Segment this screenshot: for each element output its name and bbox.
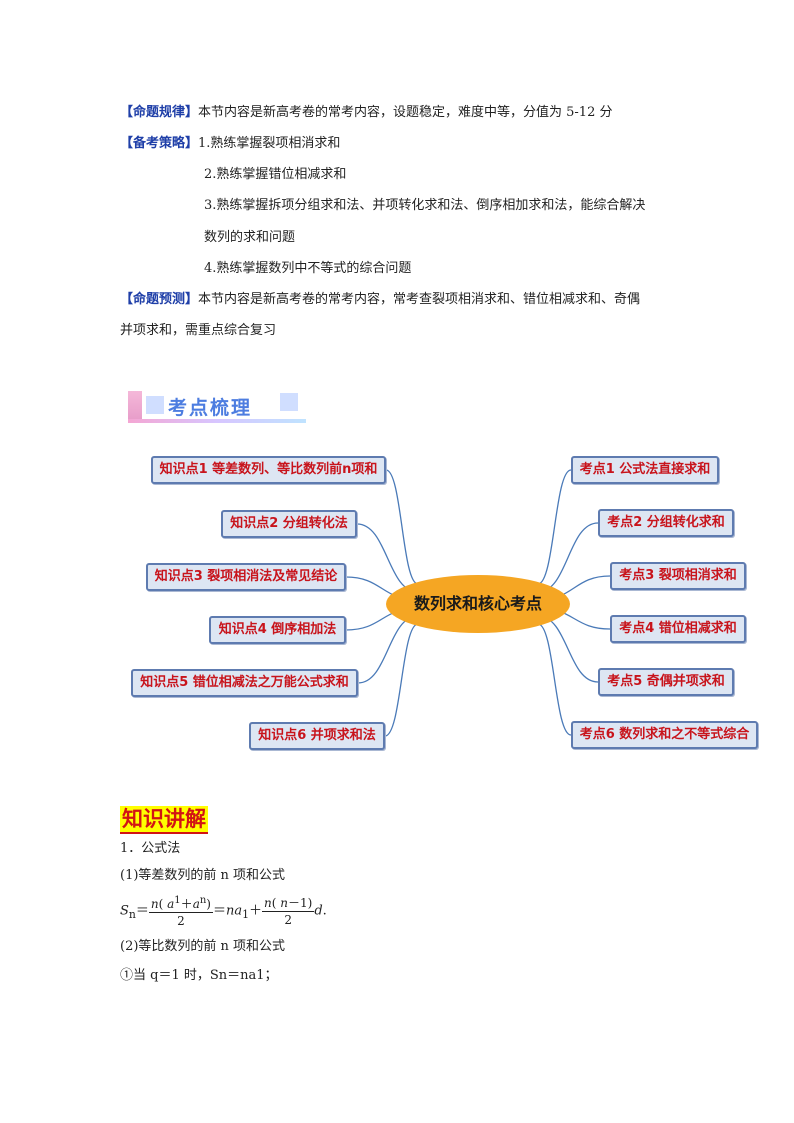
lecture-line-2: (1)等差数列的前 n 项和公式: [120, 868, 286, 883]
rule-line: 【命题规律】本节内容是新高考卷的常考内容，设题稳定，难度中等，分值为 5-12 …: [120, 104, 613, 122]
banner-title: 考点梳理: [168, 397, 253, 419]
lecture-line-4: ①当 q＝1 时，Sn＝na1；: [120, 968, 278, 983]
strategy-item-1: 1.熟练掌握裂项相消求和: [198, 136, 341, 151]
strategy-item-3: 3.熟练掌握拆项分组求和法、并项转化求和法、倒序相加求和法，能综合解决: [204, 198, 646, 213]
exam-node-4: 考点4 错位相减求和: [610, 615, 746, 643]
banner-square-right: [280, 393, 298, 411]
exam-node-1: 考点1 公式法直接求和: [571, 456, 719, 484]
rule-tag: 【命题规律】: [120, 105, 199, 120]
strategy-line: 【备考策略】1.熟练掌握裂项相消求和: [120, 135, 340, 153]
exam-node-3: 考点3 裂项相消求和: [610, 562, 746, 590]
lecture-line-1: 1．公式法: [120, 841, 181, 856]
banner-square-left: [146, 396, 164, 414]
knowledge-node-5: 知识点5 错位相减法之万能公式求和: [131, 669, 358, 697]
link-left-2: [356, 523, 419, 593]
strategy-item-4: 4.熟练掌握数列中不等式的综合问题: [204, 261, 412, 276]
link-right-2: [537, 522, 599, 593]
knowledge-node-4: 知识点4 倒序相加法: [209, 616, 346, 644]
banner-left-bar: [128, 391, 142, 421]
exam-node-6: 考点6 数列求和之不等式综合: [571, 721, 758, 749]
banner-underline: [128, 419, 306, 423]
knowledge-node-3: 知识点3 裂项相消法及常见结论: [146, 563, 346, 591]
rule-text: 本节内容是新高考卷的常考内容，设题稳定，难度中等，分值为 5-12 分: [198, 105, 613, 120]
strategy-tag: 【备考策略】: [120, 136, 199, 151]
predict-text-2: 并项求和，需重点综合复习: [120, 323, 277, 338]
knowledge-node-6: 知识点6 并项求和法: [249, 722, 385, 750]
section-banner: 考点梳理: [128, 391, 306, 423]
mindmap-center: 数列求和核心考点: [386, 575, 570, 633]
link-right-1: [537, 469, 572, 585]
link-left-6: [384, 623, 419, 737]
predict-text-1: 本节内容是新高考卷的常考内容，常考查裂项相消求和、错位相减求和、奇偶: [198, 292, 641, 307]
lecture-title: 知识讲解: [120, 806, 208, 834]
lecture-line-3: (2)等比数列的前 n 项和公式: [120, 939, 286, 954]
link-left-1: [385, 469, 419, 585]
predict-tag: 【命题预测】: [120, 292, 199, 307]
knowledge-node-1: 知识点1 等差数列、等比数列前n项和: [151, 456, 386, 484]
exam-node-2: 考点2 分组转化求和: [598, 509, 734, 537]
knowledge-node-2: 知识点2 分组转化法: [221, 510, 357, 538]
strategy-item-2: 2.熟练掌握错位相减求和: [204, 167, 347, 182]
link-right-6: [537, 623, 572, 736]
strategy-item-3-cont: 数列的求和问题: [204, 230, 296, 245]
exam-node-5: 考点5 奇偶并项求和: [598, 668, 734, 696]
predict-line: 【命题预测】本节内容是新高考卷的常考内容，常考查裂项相消求和、错位相减求和、奇偶: [120, 291, 640, 309]
